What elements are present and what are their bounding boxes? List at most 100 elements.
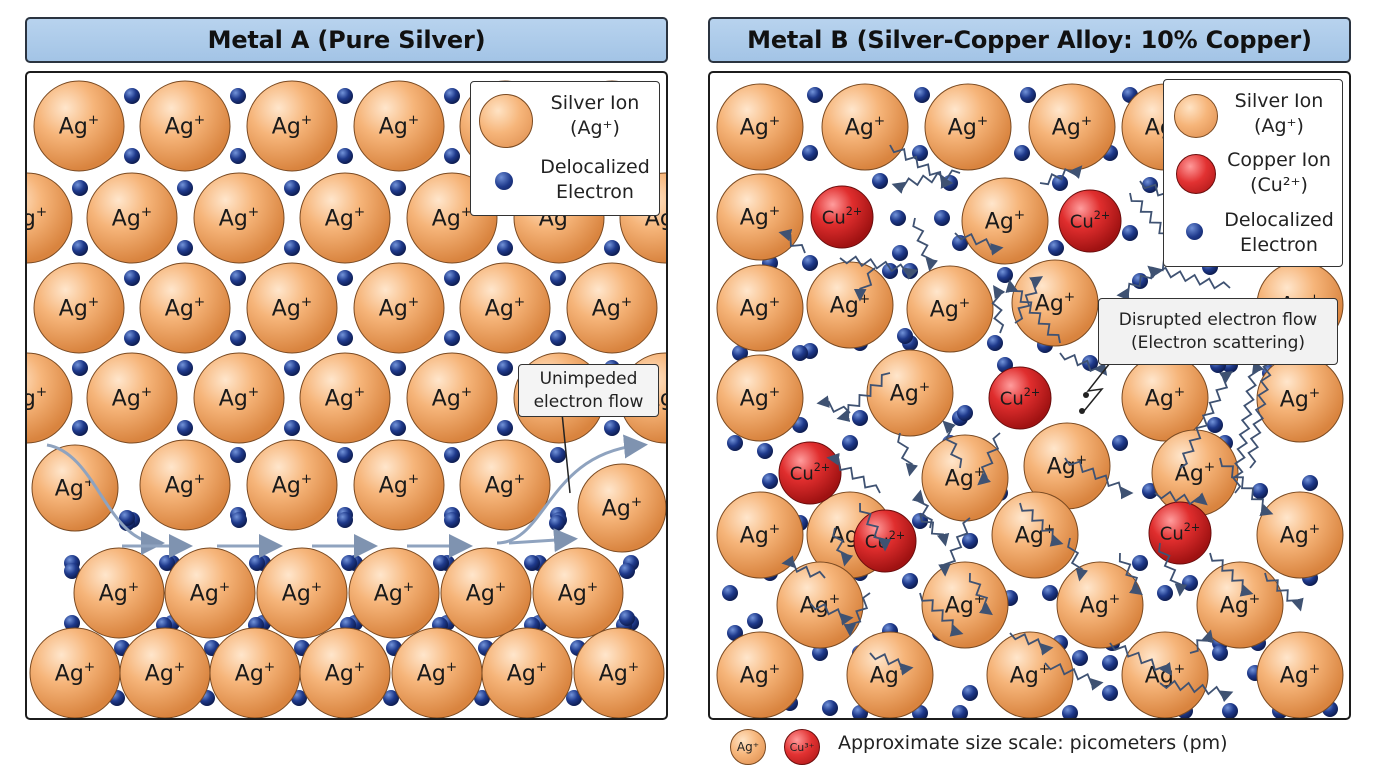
electron	[390, 420, 406, 436]
electron	[337, 447, 353, 463]
scatter-arrow	[919, 512, 950, 547]
silver-ion: Ag+	[27, 172, 73, 264]
silver-ion: Ag+	[481, 627, 573, 718]
silver-ion: Ag+	[1151, 429, 1239, 517]
scatter-arrow	[826, 452, 881, 494]
silver-ion: Ag+	[577, 463, 666, 553]
silver-ion: Ag+	[532, 547, 624, 639]
scatter-arrow	[1059, 352, 1108, 376]
electron	[231, 512, 247, 528]
electron	[390, 360, 406, 376]
electron	[444, 270, 460, 286]
electron	[1042, 585, 1058, 601]
electron	[390, 180, 406, 196]
silver-ion: Ag+	[209, 627, 301, 718]
electron	[807, 87, 823, 103]
callout-dot	[1083, 392, 1089, 398]
scatter-arrow	[1219, 457, 1274, 516]
electron	[474, 690, 490, 706]
electron	[962, 685, 978, 701]
scatter-arrow	[1209, 552, 1254, 597]
svg-text:Ag+: Ag+	[272, 471, 312, 499]
callout-leader	[561, 412, 571, 494]
scatter-arrow	[954, 232, 1004, 256]
electron	[1048, 240, 1064, 256]
alloy-lattice-diagram: Ag+Ag+Ag+Ag+Ag+Ag+Ag+Ag+Ag+Ag+Ag+Ag+Ag+A…	[716, 83, 1344, 718]
legend-electron-line2: Electron	[556, 181, 634, 203]
scatter-arrow	[1044, 662, 1104, 691]
scatter-arrow	[1109, 642, 1173, 676]
electron	[872, 173, 888, 189]
electron	[604, 240, 620, 256]
electron	[1182, 575, 1198, 591]
scatter-arrow	[1264, 572, 1304, 612]
electron	[177, 360, 193, 376]
electron	[341, 555, 357, 571]
panel-a-title: Metal A (Pure Silver)	[25, 17, 668, 63]
electron	[802, 255, 818, 271]
copper-ion: Cu2+	[810, 185, 874, 249]
silver-ion: Ag+	[406, 352, 498, 444]
electron	[159, 555, 175, 571]
panel-a-lattice: Ag+Ag+Ag+Ag+Ag+Ag+Ag+Ag+Ag+Ag+Ag+Ag+Ag+A…	[25, 71, 668, 720]
silver-ion: Ag+	[866, 349, 954, 437]
electron	[497, 240, 513, 256]
electron	[987, 335, 1003, 351]
legend-silver-ion-symbol: (Ag⁺)	[570, 117, 620, 139]
copper-ion: Cu2+	[1148, 501, 1212, 565]
electron	[284, 240, 300, 256]
scatter-arrow	[1118, 552, 1143, 596]
electron	[230, 88, 246, 104]
electron	[1082, 355, 1098, 371]
silver-ion: Ag+	[353, 439, 445, 531]
scale-silver-ion-icon: Ag⁺	[730, 729, 766, 765]
electron	[882, 263, 898, 279]
silver-ion: Ag+	[1121, 354, 1209, 442]
scatter-arrow	[1009, 632, 1054, 656]
silver-ion: Ag+	[921, 561, 1009, 649]
electron	[72, 180, 88, 196]
electron	[732, 345, 748, 361]
electron	[952, 705, 968, 718]
silver-ion: Ag+	[986, 631, 1074, 718]
electron	[284, 180, 300, 196]
scatter-arrow	[1231, 359, 1264, 494]
electron	[337, 330, 353, 346]
electron	[619, 563, 635, 579]
electron	[604, 420, 620, 436]
callout-a-line1: Unimpeded	[539, 368, 638, 389]
silver-ion: Ag+	[193, 172, 285, 264]
legend-silver-ion-icon	[479, 94, 533, 148]
silver-ion: Ag+	[193, 352, 285, 444]
electron	[1062, 705, 1078, 718]
electron	[822, 700, 838, 716]
silver-ion: Ag+	[1028, 83, 1116, 171]
legend-copper-ion-symbol: (Cu²⁺)	[1250, 174, 1308, 196]
silver-ion: Ag+	[924, 83, 1012, 171]
silver-ion: Ag+	[256, 547, 348, 639]
electron	[177, 420, 193, 436]
electron	[444, 447, 460, 463]
unimpeded-flow-callout: Unimpeded electron flow	[518, 364, 659, 417]
flow-arrow	[508, 528, 578, 553]
electron	[962, 533, 978, 549]
silver-ion: Ag+	[33, 80, 125, 172]
silver-ion: Ag+	[566, 262, 658, 354]
scatter-arrow	[1064, 457, 1134, 500]
electron	[1102, 655, 1118, 671]
callout-pointer	[1083, 362, 1111, 412]
callout-dot	[1079, 408, 1085, 414]
scatter-arrow	[1179, 371, 1234, 469]
silver-ion: Ag+	[1056, 561, 1144, 649]
electron	[792, 345, 808, 361]
legend-electron-line1: Delocalized	[540, 156, 650, 178]
silver-lattice-diagram: Ag+Ag+Ag+Ag+Ag+Ag+Ag+Ag+Ag+Ag+Ag+Ag+Ag+A…	[27, 80, 666, 718]
legend-electron-icon	[495, 172, 513, 190]
electron	[914, 87, 930, 103]
scatter-arrow	[839, 255, 919, 280]
electron	[957, 405, 973, 421]
legend-silver-ion-name: Silver Ion	[550, 92, 640, 114]
silver-ion: Ag+	[573, 627, 665, 718]
electron	[230, 148, 246, 164]
electron	[337, 88, 353, 104]
